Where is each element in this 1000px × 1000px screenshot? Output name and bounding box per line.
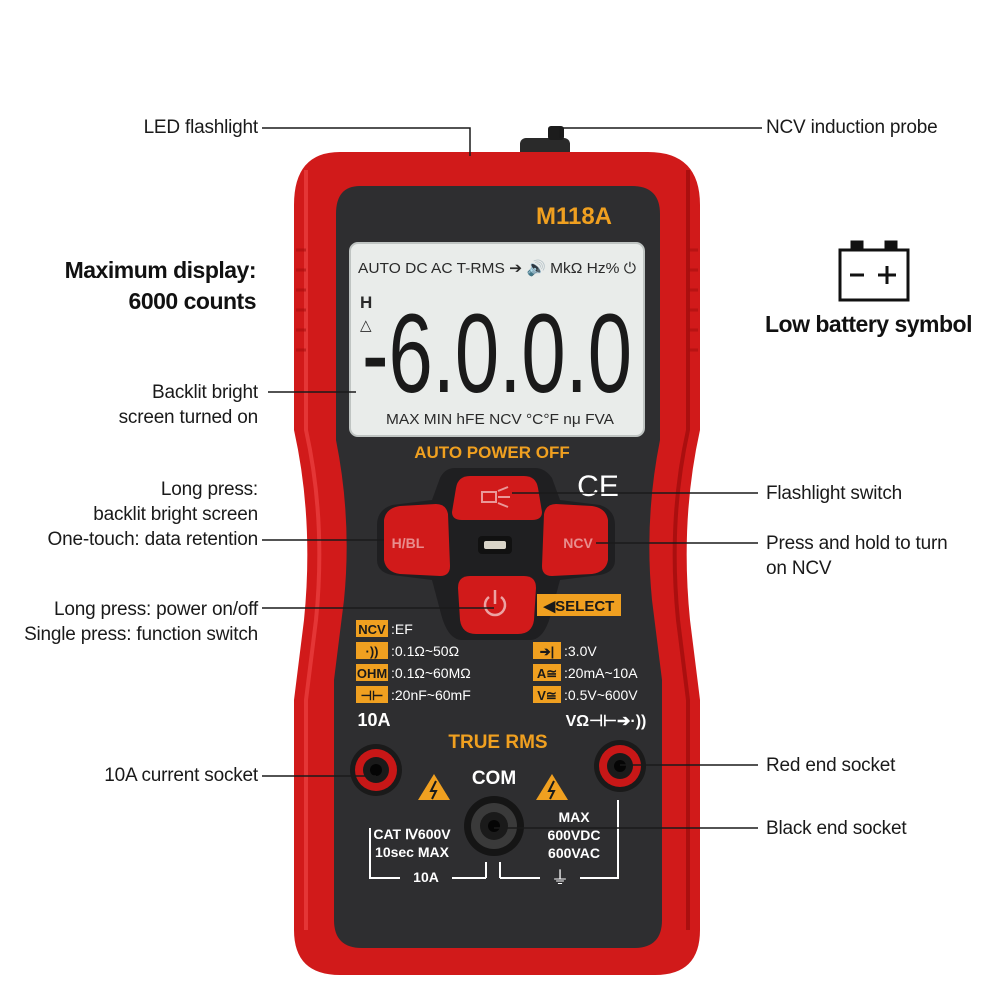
model-name: M118A [536, 203, 612, 230]
range-left-tag-bg [356, 686, 388, 703]
lcd-screen [349, 242, 645, 437]
cat-rating-line1: CAT Ⅳ600V [373, 826, 451, 842]
range-right-tag-bg [533, 664, 561, 681]
range-right-tag-bg [533, 686, 561, 703]
socket-com[interactable] [464, 796, 524, 856]
range-right-value: :20mA~10A [564, 665, 638, 681]
socket-10a[interactable] [350, 744, 402, 796]
range-left-tag: ⊣⊢ [361, 688, 384, 703]
callout-long-press-line2: backlit bright screen [93, 504, 258, 525]
callout-flashlight-switch: Flashlight switch [766, 483, 902, 504]
ce-mark: CE [577, 470, 619, 503]
hold-backlight-label: H/BL [392, 535, 425, 551]
range-table-right: ➔| :3.0V A≅ :20mA~10A V≅ :0.5V~600V [533, 642, 638, 703]
lcd-hold-indicator: H [360, 293, 372, 312]
callout-one-touch: One-touch: data retention [47, 529, 259, 550]
power-button[interactable] [458, 576, 536, 634]
lcd-delta-indicator: △ [360, 317, 372, 334]
range-right-value: :3.0V [564, 643, 597, 659]
callout-backlit-line2: screen turned on [118, 407, 259, 428]
hold-backlight-button[interactable] [384, 504, 450, 576]
range-left-value: :EF [391, 621, 413, 637]
callout-red-socket: Red end socket [766, 755, 896, 776]
lcd-main-reading: -6.0.0.0 [362, 291, 632, 416]
range-left-value: :0.1Ω~60MΩ [391, 665, 471, 681]
cat-bottom-label: 10A [413, 869, 439, 885]
callout-power-line1: Long press: power on/off [54, 599, 258, 620]
flashlight-icon [481, 486, 510, 508]
label-vohm: VΩ⊣⊢➔·)) [566, 713, 647, 730]
callout-current-socket: 10A current socket [104, 765, 258, 786]
max-rating-line1: MAX [558, 809, 590, 825]
cat-rating-line2: 10sec MAX [375, 844, 450, 860]
callout-ncv-probe: NCV induction probe [766, 117, 938, 138]
select-label: ◀SELECT [543, 598, 615, 615]
max-rating-line2: 600VDC [548, 827, 601, 843]
callout-power-line2: Single press: function switch [24, 624, 258, 645]
ncv-button-label: NCV [563, 535, 593, 551]
range-left-tag-bg [356, 664, 388, 681]
warning-icon-left [418, 774, 450, 800]
low-battery-icon [838, 240, 910, 302]
com-label: COM [472, 768, 516, 789]
range-left-value: :20nF~60mF [391, 687, 471, 703]
warning-icon-right [536, 774, 568, 800]
lcd-bottom-indicators: MAX MIN hFE NCV °C°F nμ FVA [386, 411, 614, 428]
max-display-heading-line1: Maximum display: [64, 257, 257, 283]
callout-backlit-line1: Backlit bright [152, 382, 258, 403]
range-right-tag: A≅ [537, 666, 557, 681]
callout-ncv-hold-line2: on NCV [766, 558, 832, 579]
callout-black-socket: Black end socket [766, 818, 907, 839]
auto-power-off-label: AUTO POWER OFF [414, 443, 570, 462]
range-left-tag-bg [356, 620, 388, 637]
range-right-tag: ➔| [540, 644, 555, 659]
select-label-bg [537, 594, 621, 616]
true-rms-label: TRUE RMS [448, 732, 547, 753]
callout-led-flashlight: LED flashlight [143, 117, 259, 138]
lcd-top-indicators: AUTO DC AC T-RMS ➔ 🔊 MkΩ Hz% ⏻ [358, 258, 636, 277]
range-right-value: :0.5V~600V [564, 687, 638, 703]
range-left-tag: NCV [358, 622, 386, 637]
callout-ncv-hold-line1: Press and hold to turn [766, 533, 948, 554]
range-left-tag-bg [356, 642, 388, 659]
ncv-button[interactable] [542, 504, 608, 576]
range-right-tag: V≅ [537, 688, 557, 703]
range-right-tag-bg [533, 642, 561, 659]
range-left-tag: OHM [357, 666, 387, 681]
label-10a: 10A [357, 710, 390, 730]
power-icon [483, 590, 507, 617]
max-display-heading-line2: 6000 counts [128, 288, 257, 314]
range-left-value: :0.1Ω~50Ω [391, 643, 459, 659]
ground-symbol: ⏚ [551, 868, 569, 888]
range-left-tag: ·)) [366, 644, 379, 659]
callout-long-press-line1: Long press: [160, 479, 258, 500]
low-battery-heading: Low battery symbol [765, 311, 972, 337]
socket-red-v[interactable] [594, 740, 646, 792]
range-table-left: NCV :EF ·)) :0.1Ω~50Ω OHM :0.1Ω~60MΩ ⊣⊢ :20nF~6… [356, 620, 471, 703]
max-rating-line3: 600VAC [548, 845, 600, 861]
